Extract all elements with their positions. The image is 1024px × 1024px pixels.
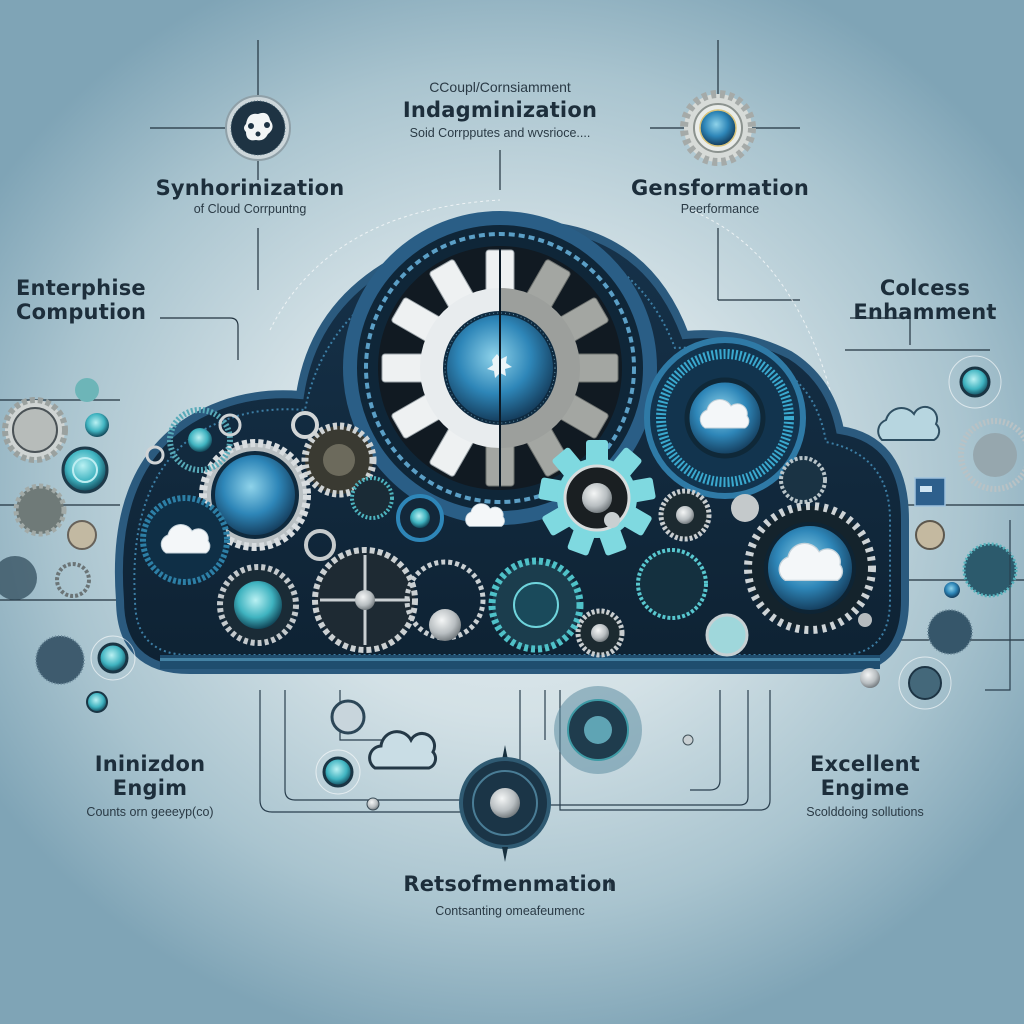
label-bottom-right: Excellent Engime Scolddoing sollutions xyxy=(760,752,970,821)
hub-node-icon xyxy=(459,745,551,862)
label-bottom-center: Retsofmenmation Contsanting omeafeumenc xyxy=(370,872,650,920)
connector-lines xyxy=(0,40,1024,890)
label-bottom-left-line2: Engim xyxy=(112,776,188,800)
label-bottom-right-sub: Scolddoing sollutions xyxy=(806,805,924,819)
label-top-left-sub: of Cloud Corrpuntng xyxy=(193,202,307,216)
bottom-nodes xyxy=(315,686,694,862)
cloud-icon xyxy=(368,730,438,770)
label-top-left: Synhorinization of Cloud Corrpuntng xyxy=(130,176,370,218)
label-top-left-title: Synhorinization xyxy=(155,176,345,200)
circuit-lines xyxy=(259,690,771,813)
label-top-right-title: Gensformation xyxy=(630,176,810,200)
label-bottom-left-line1: Ininizdon xyxy=(94,752,206,776)
label-mid-left-line1: Enterphise xyxy=(16,276,146,300)
label-bottom-left-sub: Counts orn geeeyp(co) xyxy=(86,805,214,819)
side-gears-left xyxy=(0,378,136,713)
side-gears-right xyxy=(858,355,1024,710)
cloud-icon xyxy=(877,405,941,441)
label-top-center-sub: Soid Corrpputes and wvsrioce.... xyxy=(409,126,591,140)
label-bottom-center-sub: Contsanting omeafeumenc xyxy=(435,904,585,918)
label-mid-right-line1: Colcess xyxy=(879,276,971,300)
label-top-right: Gensformation Peerformance xyxy=(600,176,840,218)
gear-cluster-right xyxy=(488,440,876,658)
label-bottom-right-line1: Excellent xyxy=(809,752,920,776)
virus-gear-icon xyxy=(225,95,291,161)
label-top-right-sub: Peerformance xyxy=(680,202,760,216)
label-bottom-center-title: Retsofmenmation xyxy=(403,872,617,896)
label-bottom-right-line2: Engime xyxy=(820,776,910,800)
label-top-center-pre: CCoupl/Cornsiamment xyxy=(429,79,571,95)
mesh-gear-icon xyxy=(680,90,756,166)
label-top-center-title: Indagminization xyxy=(402,98,598,122)
label-mid-left: Enterphise Compution xyxy=(16,276,176,324)
label-top-center: CCoupl/Cornsiamment Indagminization Soid… xyxy=(330,78,670,142)
gear-cluster-left xyxy=(140,407,505,653)
cloud-gear-assembly xyxy=(114,211,909,674)
label-mid-right-line2: Enhamment xyxy=(853,300,997,324)
label-mid-left-line2: Compution xyxy=(16,300,147,324)
label-bottom-left: Ininizdon Engim Counts orn geeeyp(co) xyxy=(55,752,245,821)
label-mid-right: Colcess Enhamment xyxy=(840,276,1010,324)
